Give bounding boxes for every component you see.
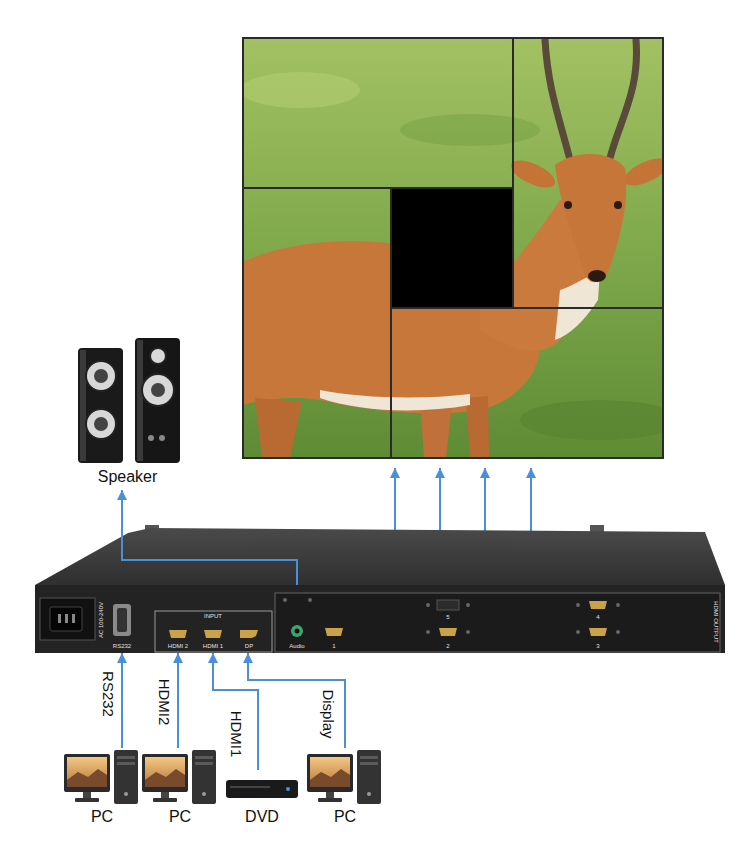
pc-device: PC xyxy=(305,748,385,830)
speaker-device: Speaker xyxy=(70,336,185,490)
port-label: 1 xyxy=(332,643,335,649)
port-label: AC 100-240V xyxy=(98,602,104,638)
signal-label: RS232 xyxy=(100,669,117,719)
signal-connector xyxy=(177,653,179,748)
port-label: RS232 xyxy=(113,643,131,649)
port-label: 5 xyxy=(446,614,449,620)
port-label: HDMI 1 xyxy=(203,643,223,649)
port-label: Audio xyxy=(289,643,304,649)
port-label: DP xyxy=(245,643,253,649)
port-label: HDMI 2 xyxy=(168,643,188,649)
dvd-player: DVD xyxy=(222,770,302,830)
pc-illustration xyxy=(307,750,381,804)
device-label: DVD xyxy=(245,808,279,826)
dvd-illustration xyxy=(226,780,298,798)
pc-illustration xyxy=(64,750,138,804)
device-label: Speaker xyxy=(98,468,158,486)
port-label: 3 xyxy=(596,643,599,649)
signal-connector xyxy=(213,653,258,770)
port-label: HDMI OUTPUT xyxy=(713,601,719,643)
signal-connector xyxy=(122,490,297,585)
device-label: PC xyxy=(169,808,191,826)
signal-label: Display xyxy=(320,687,337,740)
device-label: PC xyxy=(334,808,356,826)
signal-label: HDMI1 xyxy=(228,709,245,760)
tile-grid xyxy=(243,38,663,458)
controller-panel: AC 100-240V RS232 INPUT HDMI 2 HDMI 1 DP Audio… xyxy=(35,585,725,653)
controller-illustration xyxy=(35,525,725,653)
pc-illustration xyxy=(142,750,216,804)
signal-label: HDMI2 xyxy=(156,677,173,728)
antelope-picture xyxy=(243,40,663,458)
port-label: INPUT xyxy=(204,613,222,619)
blank-tile xyxy=(391,188,513,308)
device-label: PC xyxy=(91,808,113,826)
pc-device: PC xyxy=(62,748,142,830)
port-label: 2 xyxy=(446,643,449,649)
signal-connector xyxy=(248,653,345,748)
speaker-illustration xyxy=(78,338,180,463)
pc-device: PC xyxy=(140,748,220,830)
signal-connector xyxy=(121,653,123,748)
video-wall xyxy=(240,38,680,458)
port-label: 4 xyxy=(596,614,599,620)
